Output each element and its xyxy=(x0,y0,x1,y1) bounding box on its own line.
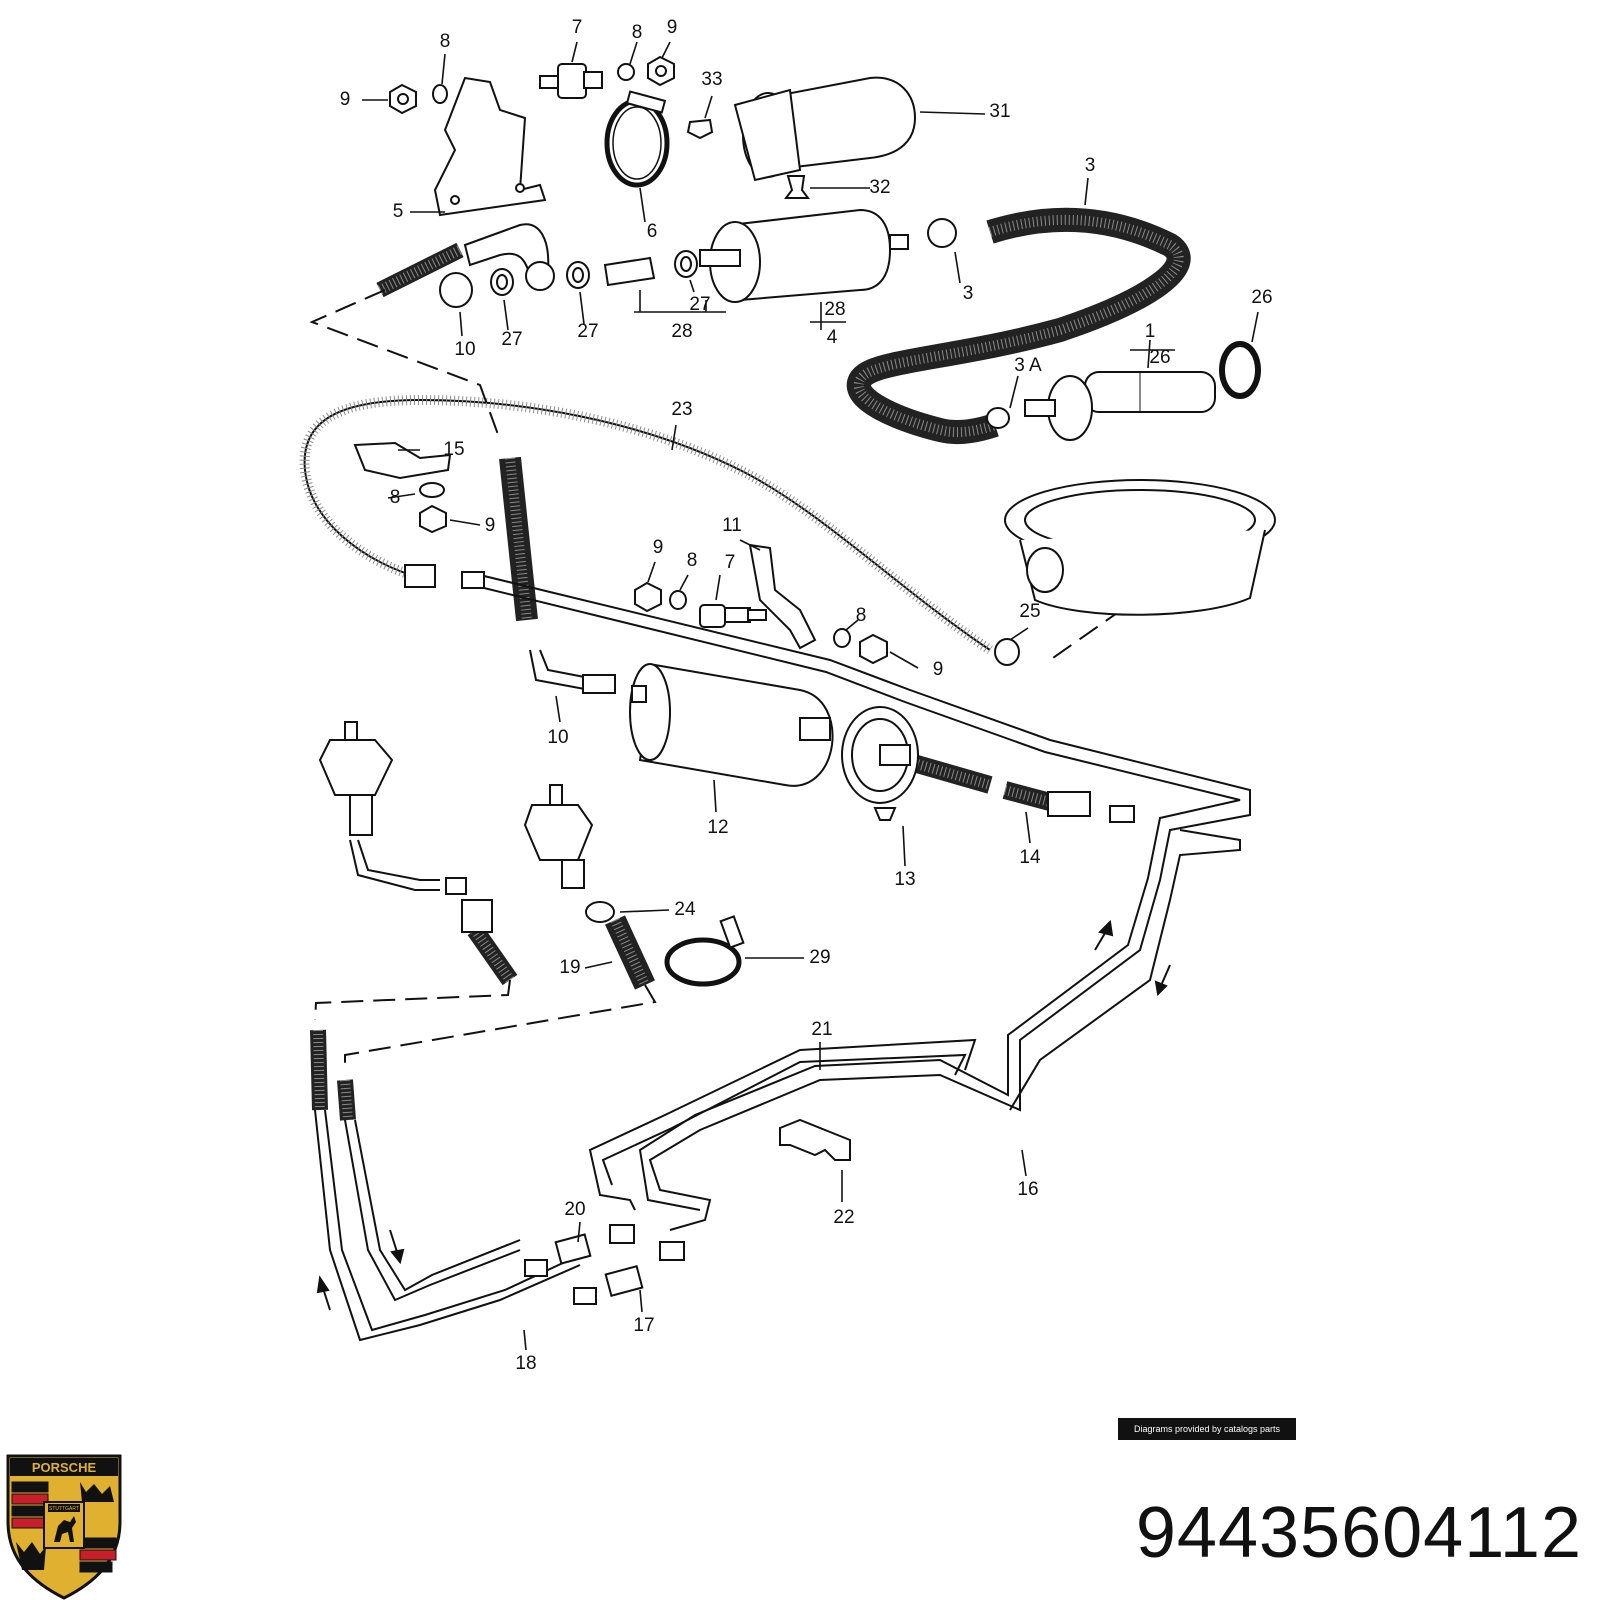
callout-9-d: 9 xyxy=(653,537,664,558)
washer-8-top xyxy=(432,84,448,104)
cap-11 xyxy=(439,272,473,308)
callout-19: 18 xyxy=(515,1353,536,1374)
hose-24 xyxy=(303,398,991,651)
connector-21 xyxy=(554,1233,592,1265)
callout-22: 21 xyxy=(811,1019,832,1040)
washer-8-left xyxy=(669,590,687,610)
hose-10 xyxy=(499,456,538,622)
callout-16: 15 xyxy=(443,439,464,460)
callout-29-b: 28 xyxy=(671,321,692,342)
callout-5: 5 xyxy=(393,201,404,222)
seal-ring-27 xyxy=(1219,341,1261,399)
porsche-crest-icon: PORSCHE STUTTGART xyxy=(6,1454,122,1600)
callout-29-a: 28 xyxy=(824,299,845,320)
fuel-pipes xyxy=(314,574,1251,1342)
pressure-regulator-right xyxy=(523,784,594,889)
callout-1: 1 xyxy=(1145,321,1156,342)
pressure-regulator-left xyxy=(318,721,493,933)
callout-2: 3 xyxy=(1085,155,1096,176)
screw-32 xyxy=(784,175,810,199)
callout-23: 22 xyxy=(833,1207,854,1228)
callout-28-c: 27 xyxy=(689,294,710,315)
stud-7-top xyxy=(539,63,603,99)
callout-leaders xyxy=(362,41,1259,1351)
clip-23 xyxy=(779,1118,851,1161)
callout-13: 12 xyxy=(707,817,728,838)
stud-7-mid xyxy=(699,604,767,628)
clamp-30 xyxy=(664,937,742,987)
callout-28-b: 27 xyxy=(577,321,598,342)
callout-21: 20 xyxy=(564,1199,585,1220)
callout-4: 4 xyxy=(827,327,838,348)
callout-14: 13 xyxy=(894,869,915,890)
bracket-5 xyxy=(433,76,547,217)
banjo-bolt-29 xyxy=(603,256,656,287)
bracket-12 xyxy=(748,543,817,650)
callout-9-c: 9 xyxy=(485,515,496,536)
callout-6: 6 xyxy=(647,221,658,242)
hose-15 xyxy=(907,753,1053,811)
connector-18 xyxy=(604,1265,644,1297)
hose-20 xyxy=(605,915,655,990)
bracket-16 xyxy=(353,441,452,480)
callout-8-b: 8 xyxy=(632,22,643,43)
callout-25: 24 xyxy=(674,899,696,920)
callout-8-c: 8 xyxy=(390,487,401,508)
callout-15: 14 xyxy=(1019,847,1041,868)
callout-32: 32 xyxy=(869,177,890,198)
callout-9-e: 9 xyxy=(933,659,944,680)
hoses xyxy=(299,207,1191,1121)
callout-26: 25 xyxy=(1019,601,1040,622)
callout-17: 16 xyxy=(1017,1179,1038,1200)
callout-9-a: 9 xyxy=(340,89,351,110)
clamp-25 xyxy=(585,901,615,923)
callout-labels: 9 8 7 8 9 33 31 3 5 6 32 3 28 4 10 27 27… xyxy=(340,17,1273,1374)
clamp-ring-6 xyxy=(604,98,670,188)
part-number: 94435604112 xyxy=(1135,1493,1582,1573)
plug-33 xyxy=(686,118,714,140)
nut-9-mid xyxy=(419,504,447,534)
clamp-26 xyxy=(994,638,1020,666)
flow-arrows xyxy=(316,919,1171,1311)
callout-11: 10 xyxy=(454,339,475,360)
logo-city-text: STUTTGART xyxy=(49,1506,79,1512)
fuel-pump-29 xyxy=(699,208,909,303)
clamp-3a xyxy=(986,407,1010,429)
pump-housing-31 xyxy=(733,76,917,182)
callout-8-a: 8 xyxy=(440,31,451,52)
nut-9-left xyxy=(634,581,662,613)
callout-10: 10 xyxy=(547,727,568,748)
callout-33: 33 xyxy=(701,69,722,90)
callout-27-a: 26 xyxy=(1149,347,1170,368)
callout-7-a: 7 xyxy=(572,17,583,38)
callout-18: 17 xyxy=(633,1315,654,1336)
callout-8-d: 8 xyxy=(687,550,698,571)
callout-3: 3 xyxy=(963,283,974,304)
diagram-credit: Diagrams provided by catalogs parts xyxy=(1118,1418,1296,1440)
nut-9-right xyxy=(859,633,888,665)
callout-31: 31 xyxy=(989,101,1010,122)
callout-27-b: 26 xyxy=(1251,287,1272,308)
sender-unit-1 xyxy=(1024,371,1216,441)
fuel-tank-outline xyxy=(1004,479,1276,616)
components xyxy=(318,55,1276,1305)
callout-7-b: 7 xyxy=(725,552,736,573)
washer-8-right xyxy=(833,628,851,648)
callout-9-b: 9 xyxy=(667,17,678,38)
filter-14 xyxy=(841,706,919,821)
washer-8-mid xyxy=(419,482,445,498)
clamp-3 xyxy=(927,218,957,248)
callout-24: 23 xyxy=(671,399,692,420)
callout-3a: 3 A xyxy=(1014,355,1042,376)
callout-28-a: 27 xyxy=(501,329,522,350)
callout-20: 19 xyxy=(559,957,580,978)
logo-brand-text: PORSCHE xyxy=(32,1460,97,1475)
callout-30: 29 xyxy=(809,947,830,968)
callout-8-e: 8 xyxy=(856,605,867,626)
fuel-pump-13 xyxy=(629,663,834,787)
callout-12: 11 xyxy=(722,515,742,536)
